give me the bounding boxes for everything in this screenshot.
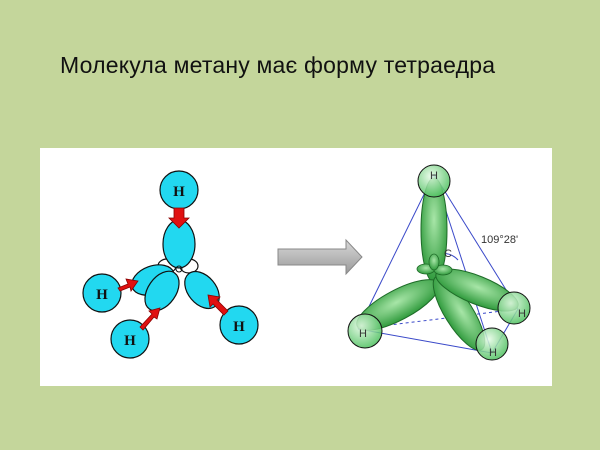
h-label: H [430, 170, 438, 182]
arrow-right-icon [117, 278, 139, 292]
slide-title: Молекула метану має форму тетраедра [60, 52, 496, 78]
h-label: H [173, 184, 185, 200]
carbon-nucleus [175, 265, 183, 273]
tetrahedral-diagram: H H H H C 109°28' [347, 164, 531, 361]
methane-diagrams: H H H H [82, 164, 531, 361]
h-label: H [359, 328, 367, 340]
bond-angle-label: 109°28' [481, 234, 518, 246]
arrow-down-icon [168, 207, 190, 229]
hydrogen-atom-right [219, 305, 259, 345]
orbital-back-lobe [428, 253, 440, 271]
hydrogen-sphere-front [475, 327, 509, 361]
arrow-up-left-icon [207, 294, 229, 316]
h-label: H [489, 347, 497, 359]
diagram-panel: H H H H [40, 148, 552, 386]
orbital-lobe-lower-left [144, 270, 180, 312]
carbon-label: C [444, 248, 452, 260]
left-orbital-diagram: H H H H [82, 170, 259, 359]
h-label: H [233, 319, 245, 335]
transition-arrow-icon [277, 238, 363, 276]
hydrogen-atom-left [82, 273, 122, 313]
hydrogen-sphere-left [347, 313, 383, 349]
hydrogen-atom-bottom [110, 319, 150, 359]
arrow-up-right-icon [139, 307, 161, 331]
h-label: H [96, 287, 108, 303]
red-arrows [117, 207, 229, 331]
hydrogen-sphere-right [497, 291, 531, 325]
h-label: H [518, 308, 526, 320]
hydrogen-sphere-top [417, 164, 451, 198]
h-label: H [124, 333, 136, 349]
